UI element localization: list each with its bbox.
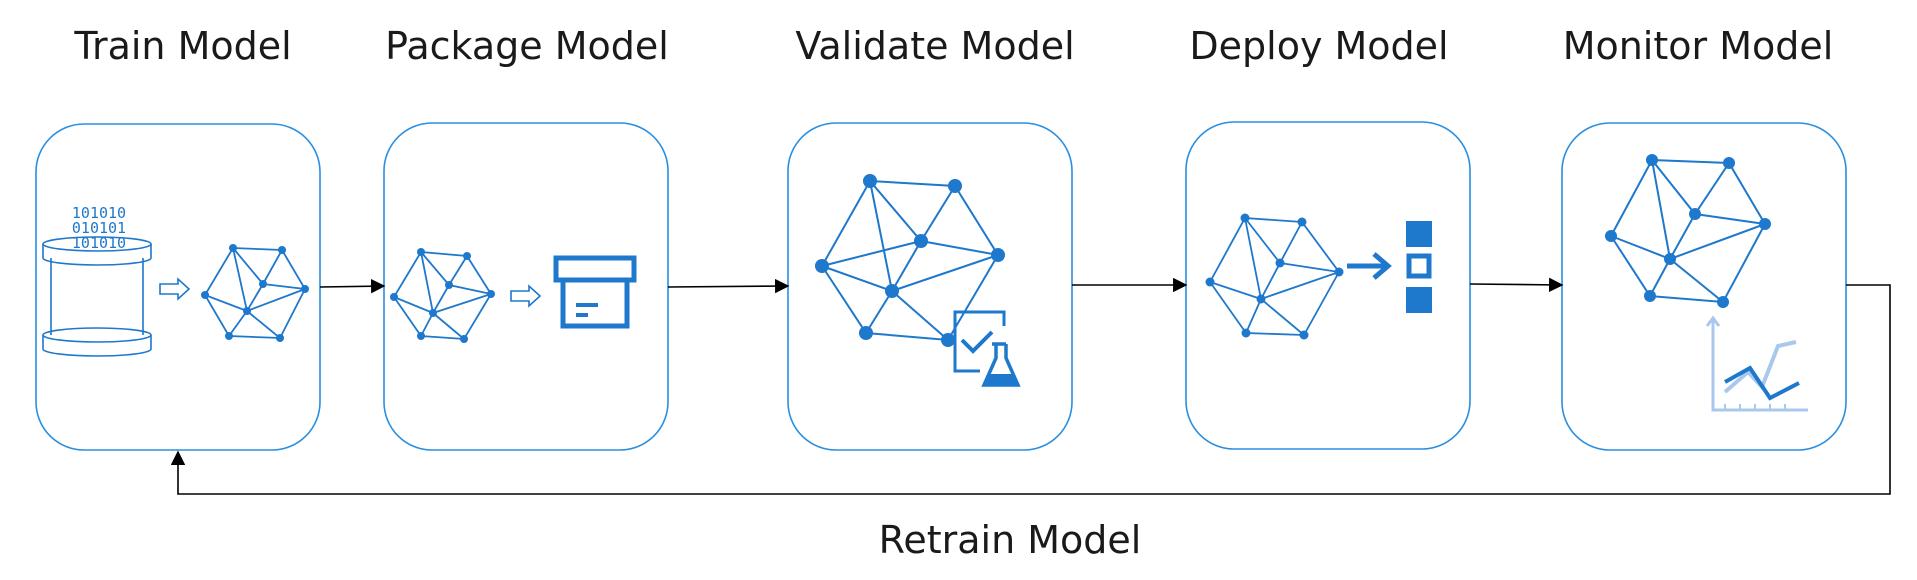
stage-title-package: Package Model [385, 24, 669, 68]
connector-package-validate [667, 278, 790, 294]
database-binary-icon: 101010 010101 101010 [42, 204, 152, 357]
connector-deploy-monitor [1469, 277, 1564, 293]
neural-network-icon [1205, 213, 1344, 340]
binary-row: 101010 [72, 234, 126, 252]
neural-network-icon [201, 244, 309, 342]
retrain-loop-label: Retrain Model [878, 518, 1142, 562]
stage-box-deploy [1185, 121, 1471, 450]
stage-title-monitor: Monitor Model [1562, 24, 1834, 68]
stage-box-validate [787, 122, 1073, 451]
monitor-chart-icon [1705, 315, 1808, 412]
validate-flask-icon [953, 310, 1021, 387]
retrain-loop-arrow [170, 284, 1891, 495]
neural-network-icon [390, 248, 495, 343]
package-box-icon [553, 255, 637, 329]
binary-row: 010101 [72, 219, 126, 237]
hollow-arrow-icon [510, 284, 542, 308]
stage-title-train: Train Model [74, 24, 292, 68]
stage-box-train [35, 123, 321, 451]
deploy-arrow-icon [1347, 221, 1432, 313]
binary-row: 101010 [72, 204, 126, 222]
neural-network-icon [815, 174, 1005, 347]
stage-title-deploy: Deploy Model [1189, 24, 1449, 68]
stage-title-validate: Validate Model [795, 24, 1075, 68]
connector-train-package [319, 279, 386, 294]
neural-network-icon [1605, 154, 1771, 308]
hollow-arrow-icon [159, 277, 191, 301]
